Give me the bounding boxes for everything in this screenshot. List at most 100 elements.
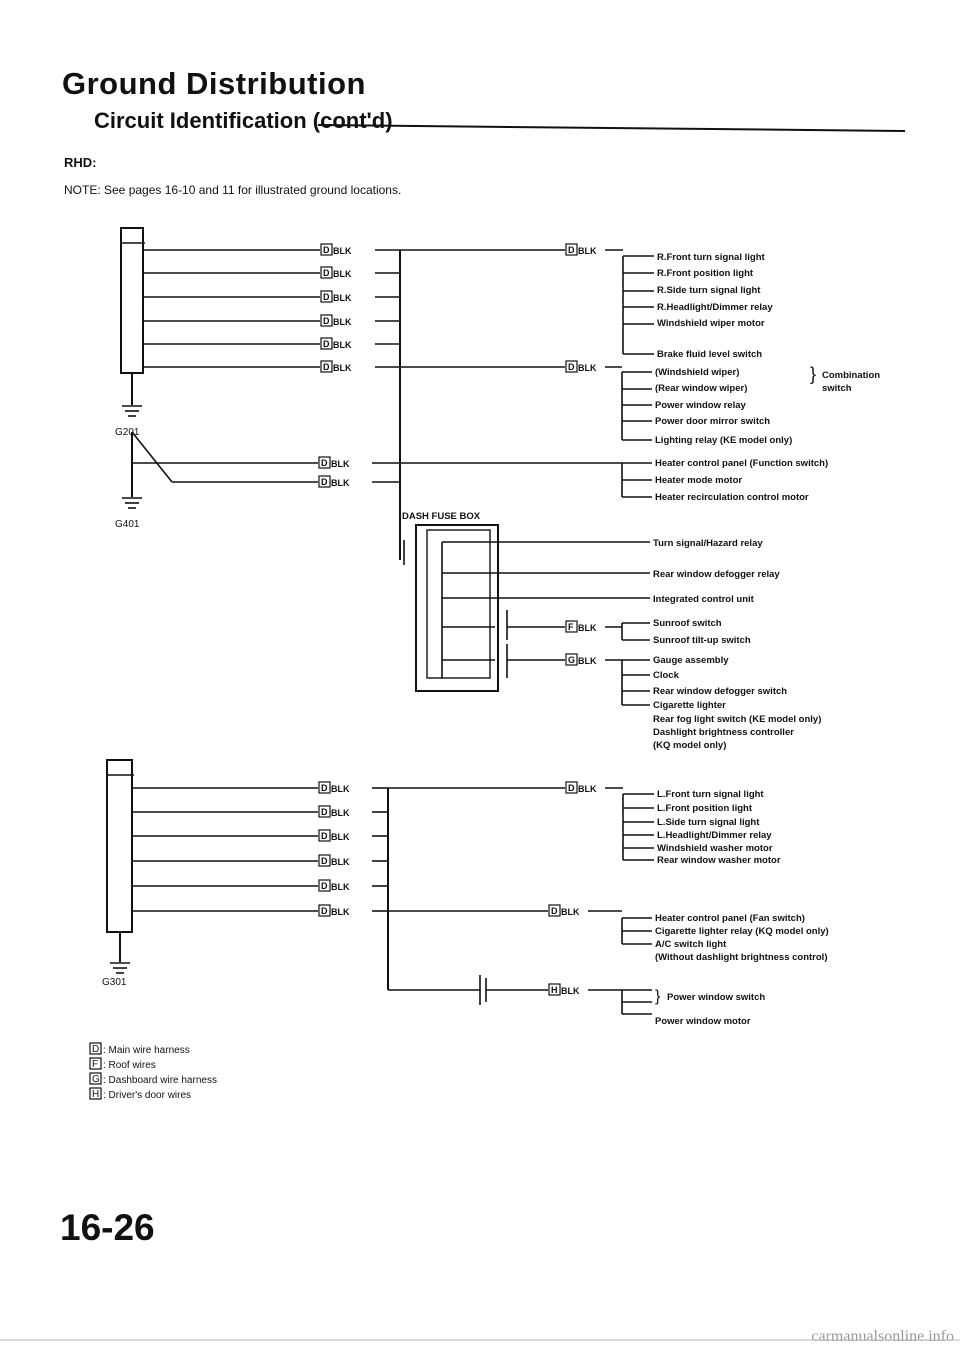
svg-text:D: D — [321, 881, 328, 891]
legend-item: D : Main wire harness — [89, 1042, 190, 1056]
svg-text:: Main wire harness: : Main wire harness — [103, 1045, 190, 1056]
component-label: Heater control panel (Function switch) — [655, 458, 828, 469]
heater-group: Heater control panel (Function switch) H… — [655, 458, 828, 503]
component-label: Rear fog light switch (KE model only) — [653, 714, 821, 725]
component-label: (Without dashlight brightness control) — [655, 952, 827, 963]
ground-label-g301: G301 — [102, 977, 127, 988]
component-label: Windshield wiper motor — [657, 318, 765, 329]
component-label: (Rear window wiper) — [655, 383, 747, 394]
svg-text:D: D — [321, 477, 328, 487]
component-label: Brake fluid level switch — [657, 349, 762, 360]
svg-text:BLK: BLK — [561, 907, 580, 917]
footer-watermark: carmanualsonline.info — [811, 1328, 954, 1345]
component-label: L.Front turn signal light — [657, 789, 764, 800]
svg-text:D: D — [323, 316, 330, 326]
svg-text:F: F — [92, 1059, 98, 1070]
fuse-box-group: Turn signal/Hazard relay Rear window def… — [653, 538, 780, 605]
combination-switch-group: (Windshield wiper) (Rear window wiper) }… — [655, 364, 880, 446]
svg-text:BLK: BLK — [578, 363, 597, 373]
svg-text:BLK: BLK — [333, 363, 352, 373]
power-window-group: } Power window switch Power window motor — [655, 988, 765, 1027]
svg-text:D: D — [568, 245, 575, 255]
component-label: A/C switch light — [655, 939, 727, 950]
svg-text:}: } — [655, 988, 661, 1005]
component-label: Rear window washer motor — [657, 855, 781, 866]
svg-text:BLK: BLK — [331, 459, 350, 469]
page-number: 16-26 — [60, 1207, 155, 1248]
legend-item: G: Dashboard wire harness — [89, 1072, 217, 1086]
svg-text:BLK: BLK — [331, 832, 350, 842]
svg-text:D: D — [321, 856, 328, 866]
svg-text:D: D — [321, 831, 328, 841]
legend: D: Main wire harness F: Roof wires G: Da… — [89, 1042, 217, 1101]
svg-text:BLK: BLK — [578, 784, 597, 794]
power-window-switch-label: Power window switch — [667, 992, 765, 1003]
component-label: Heater mode motor — [655, 475, 742, 486]
ground-label-g201: G201 — [115, 427, 140, 438]
svg-text:D: D — [323, 292, 330, 302]
ground-symbol-g301-icon — [110, 962, 130, 974]
svg-text:}: } — [810, 364, 816, 384]
component-label: L.Side turn signal light — [657, 817, 760, 828]
component-label: Power window relay — [655, 400, 747, 411]
component-label: Rear window defogger switch — [653, 686, 787, 697]
svg-text:D: D — [92, 1044, 99, 1055]
component-label: Dashlight brightness controller — [653, 727, 794, 738]
component-label: Power window motor — [655, 1016, 751, 1027]
heater-fan-group: Heater control panel (Fan switch) Cigare… — [655, 913, 829, 963]
component-label: Sunroof tilt-up switch — [653, 635, 751, 646]
component-label: Heater recirculation control motor — [655, 492, 809, 503]
svg-text:D: D — [321, 807, 328, 817]
component-label: (Windshield wiper) — [655, 367, 739, 378]
svg-text:BLK: BLK — [331, 784, 350, 794]
component-label: L.Headlight/Dimmer relay — [657, 830, 772, 841]
legend-item: H : Driver's door wires — [89, 1087, 191, 1101]
component-label: Clock — [653, 670, 680, 681]
combination-switch-label-2: switch — [822, 383, 852, 394]
component-label: Cigarette lighter relay (KQ model only) — [655, 926, 829, 937]
svg-text:D: D — [323, 339, 330, 349]
svg-text:D: D — [551, 906, 558, 916]
component-label: Lighting relay (KE model only) — [655, 435, 792, 446]
svg-text:: Dashboard wire harness: : Dashboard wire harness — [103, 1075, 217, 1086]
dash-fuse-box-label: DASH FUSE BOX — [402, 511, 481, 522]
svg-text:BLK: BLK — [331, 857, 350, 867]
component-label: R.Side turn signal light — [657, 285, 761, 296]
svg-text:BLK: BLK — [333, 340, 352, 350]
component-label: Sunroof switch — [653, 618, 722, 629]
gauge-group: Gauge assembly Clock Rear window defogge… — [653, 655, 821, 751]
ground-symbol-g401-icon — [122, 497, 142, 509]
svg-text:D: D — [568, 362, 575, 372]
component-label: Turn signal/Hazard relay — [653, 538, 763, 549]
svg-text:D: D — [323, 245, 330, 255]
svg-text:BLK: BLK — [333, 269, 352, 279]
svg-text:G: G — [568, 655, 575, 665]
svg-text:: Driver's door wires: : Driver's door wires — [103, 1090, 191, 1101]
svg-text:BLK: BLK — [333, 317, 352, 327]
component-label: (KQ model only) — [653, 740, 726, 751]
svg-text:BLK: BLK — [333, 293, 352, 303]
svg-text:BLK: BLK — [331, 882, 350, 892]
svg-text:F: F — [568, 622, 574, 632]
svg-text:H: H — [92, 1089, 99, 1100]
svg-text:D: D — [321, 783, 328, 793]
svg-text:BLK: BLK — [331, 478, 350, 488]
svg-text:BLK: BLK — [331, 907, 350, 917]
svg-text:BLK: BLK — [578, 656, 597, 666]
